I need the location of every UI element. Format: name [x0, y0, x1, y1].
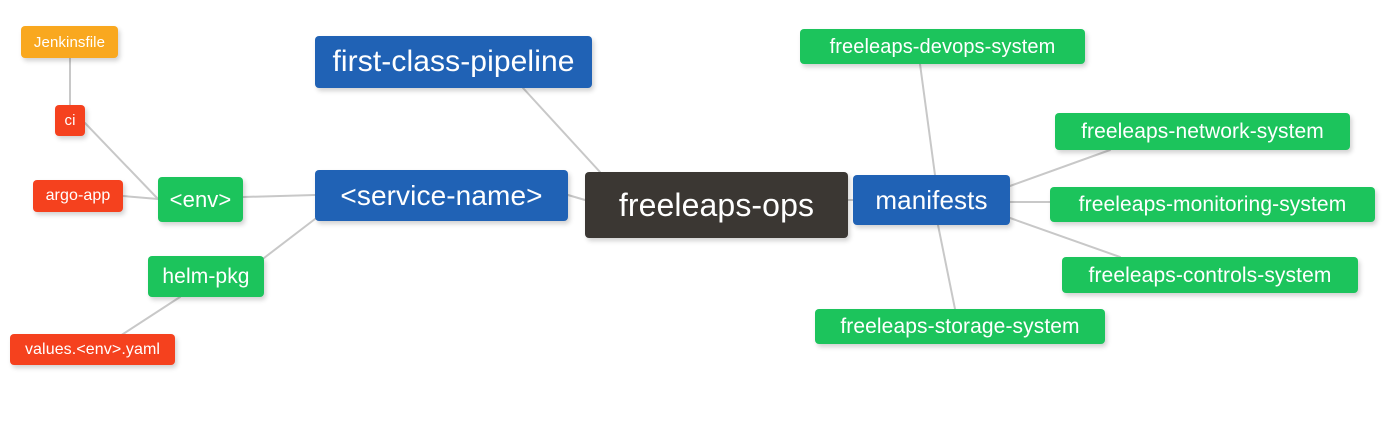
- node-env[interactable]: <env>: [158, 177, 243, 222]
- node-label-ci: ci: [64, 112, 76, 129]
- node-freeleaps-ops[interactable]: freeleaps-ops: [585, 172, 848, 238]
- node-ci[interactable]: ci: [55, 105, 85, 136]
- node-label-freeleaps-monitoring-system: freeleaps-monitoring-system: [1078, 193, 1347, 216]
- node-label-freeleaps-ops: freeleaps-ops: [618, 187, 815, 223]
- node-label-manifests: manifests: [875, 185, 988, 215]
- edge-manifests-to-freeleaps-network-system: [1009, 149, 1111, 187]
- node-label-first-class-pipeline: first-class-pipeline: [332, 45, 575, 78]
- node-freeleaps-monitoring-system[interactable]: freeleaps-monitoring-system: [1050, 187, 1375, 222]
- node-freeleaps-controls-system[interactable]: freeleaps-controls-system: [1062, 257, 1358, 293]
- node-argo-app[interactable]: argo-app: [33, 180, 123, 212]
- edge-service-name-to-freeleaps-ops: [567, 194, 586, 201]
- node-label-jenkinsfile: Jenkinsfile: [33, 33, 106, 51]
- edge-first-class-pipeline-to-freeleaps-ops: [522, 87, 601, 173]
- node-label-values-env-yaml: values.<env>.yaml: [24, 340, 161, 358]
- edge-manifests-to-freeleaps-devops-system: [919, 63, 936, 176]
- node-label-env: <env>: [169, 186, 232, 212]
- node-label-freeleaps-devops-system: freeleaps-devops-system: [829, 35, 1056, 58]
- edge-manifests-to-freeleaps-controls-system: [1009, 217, 1121, 258]
- node-label-freeleaps-storage-system: freeleaps-storage-system: [840, 315, 1080, 338]
- node-first-class-pipeline[interactable]: first-class-pipeline: [315, 36, 592, 88]
- node-label-service-name: <service-name>: [340, 179, 543, 211]
- edge-argo-app-to-env: [122, 195, 159, 200]
- node-freeleaps-devops-system[interactable]: freeleaps-devops-system: [800, 29, 1085, 64]
- edge-env-to-service-name: [242, 194, 316, 198]
- node-values-env-yaml[interactable]: values.<env>.yaml: [10, 334, 175, 365]
- edge-helm-pkg-to-values-env-yaml: [119, 296, 181, 337]
- node-service-name[interactable]: <service-name>: [315, 170, 568, 221]
- node-label-freeleaps-network-system: freeleaps-network-system: [1081, 120, 1324, 143]
- node-label-argo-app: argo-app: [45, 187, 111, 204]
- node-label-freeleaps-controls-system: freeleaps-controls-system: [1088, 263, 1332, 287]
- node-freeleaps-storage-system[interactable]: freeleaps-storage-system: [815, 309, 1105, 344]
- node-jenkinsfile[interactable]: Jenkinsfile: [21, 26, 118, 58]
- edge-manifests-to-freeleaps-storage-system: [937, 224, 956, 310]
- edge-service-name-to-helm-pkg: [263, 218, 316, 259]
- node-label-helm-pkg: helm-pkg: [162, 265, 250, 288]
- node-freeleaps-network-system[interactable]: freeleaps-network-system: [1055, 113, 1350, 150]
- node-manifests[interactable]: manifests: [853, 175, 1010, 225]
- node-helm-pkg[interactable]: helm-pkg: [148, 256, 264, 297]
